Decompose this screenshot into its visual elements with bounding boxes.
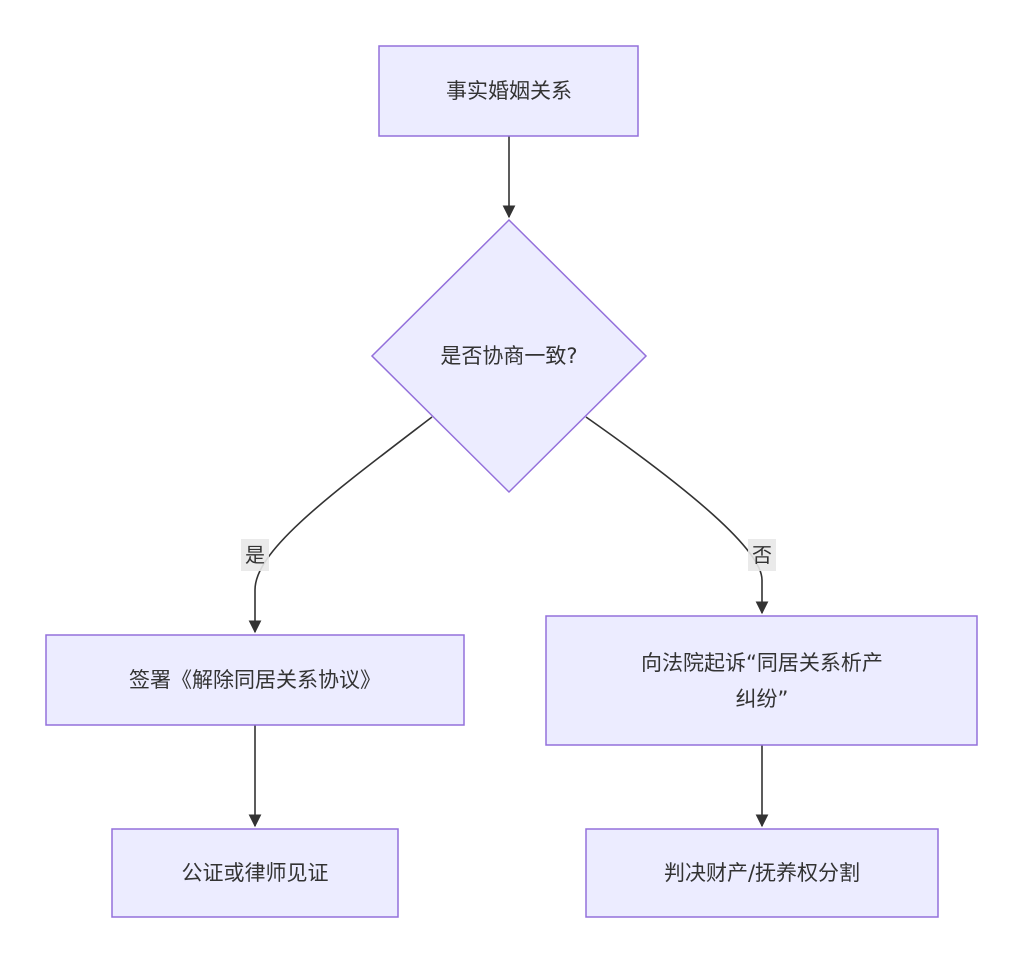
node-judgment-label: 判决财产/抚养权分割 [664,861,860,885]
node-sue: 向法院起诉“同居关系析产 纠纷” [545,615,978,746]
edge-label-no-text: 否 [752,543,772,567]
node-start: 事实婚姻关系 [378,45,639,137]
node-decision-label: 是否协商一致? [440,344,577,368]
node-agree: 签署《解除同居关系协议》 [45,634,465,726]
edge-decision-to-sue [585,416,769,615]
node-judgment: 判决财产/抚养权分割 [585,828,939,918]
node-notary: 公证或律师见证 [111,828,399,918]
edge-decision-to-agree [248,416,433,634]
edge-label-yes: 是 [241,539,269,571]
node-sue-line2: 纠纷” [736,687,789,711]
node-start-label: 事实婚姻关系 [446,79,572,103]
node-sue-line1: 向法院起诉“同居关系析产 [641,651,883,675]
node-notary-label: 公证或律师见证 [182,861,329,885]
edges [248,136,769,828]
edge-label-no: 否 [748,539,776,571]
edge-label-yes-text: 是 [245,543,265,567]
node-decision: 是否协商一致? [370,218,648,494]
node-agree-label: 签署《解除同居关系协议》 [129,668,381,692]
